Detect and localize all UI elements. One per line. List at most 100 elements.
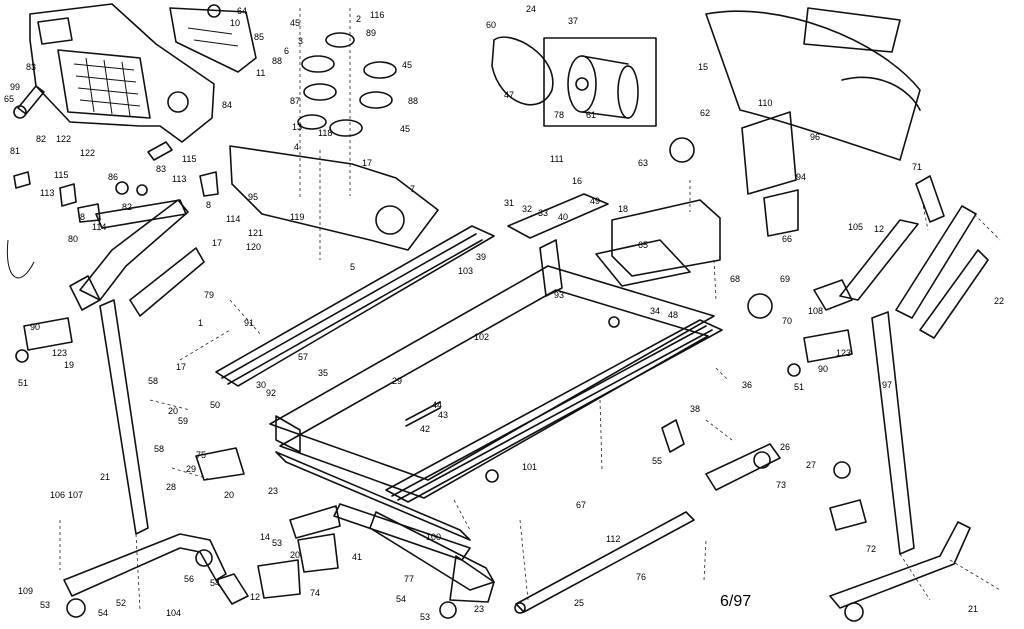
callout-67: 67	[576, 500, 586, 510]
callout-47: 47	[504, 90, 514, 100]
callout-115a: 115	[54, 170, 68, 180]
callout-122a: 122	[56, 134, 71, 144]
callout-19a: 19	[64, 360, 74, 370]
callout-116: 116	[370, 10, 384, 20]
callout-10: 10	[230, 18, 240, 28]
callout-104: 104	[166, 608, 181, 618]
front-roller	[507, 193, 609, 297]
callout-44: 44	[432, 400, 442, 410]
callout-26: 26	[780, 442, 790, 452]
callout-108: 108	[808, 306, 823, 316]
callout-118: 118	[318, 128, 332, 138]
rear-roller	[514, 511, 695, 614]
callout-84: 84	[222, 100, 232, 110]
callout-39: 39	[476, 252, 486, 262]
callout-36a: 36	[742, 380, 752, 390]
callout-106: 106	[50, 490, 65, 500]
callout-90b: 90	[818, 364, 828, 374]
callout-86: 86	[108, 172, 118, 182]
main-frame	[195, 415, 495, 619]
callout-43: 43	[438, 410, 448, 420]
callout-63: 63	[638, 158, 648, 168]
callout-59: 59	[178, 416, 188, 426]
callout-56a: 56	[184, 574, 194, 584]
callout-120: 120	[246, 242, 261, 252]
callout-60: 60	[486, 20, 496, 30]
callout-109: 109	[18, 586, 33, 596]
motor-controller	[595, 137, 721, 287]
callout-53b: 53	[272, 538, 282, 548]
callout-62: 62	[700, 108, 710, 118]
right-side-rail	[385, 319, 723, 503]
callout-30a: 30	[256, 380, 266, 390]
callout-29a: 29	[186, 464, 196, 474]
callout-50: 50	[210, 400, 220, 410]
callout-33: 33	[538, 208, 548, 218]
motor-hood	[705, 7, 921, 237]
callout-20a: 20	[168, 406, 178, 416]
callout-107: 107	[68, 490, 83, 500]
callout-81: 81	[10, 146, 20, 156]
callout-58b: 58	[154, 444, 164, 454]
walking-deck	[269, 265, 715, 499]
callout-12a: 12	[250, 592, 260, 602]
date-code: 6/97	[720, 593, 751, 610]
callout-28: 28	[166, 482, 176, 492]
callout-5: 5	[350, 262, 355, 272]
callout-68: 68	[730, 274, 740, 284]
callout-123a: 123	[52, 348, 67, 358]
callout-8a: 8	[80, 212, 85, 222]
left-base-frame	[59, 520, 249, 618]
callout-22: 22	[994, 296, 1004, 306]
callout-91: 91	[244, 318, 254, 328]
callout-100: 100	[426, 532, 441, 542]
callout-31: 31	[504, 198, 514, 208]
callout-2a: 2	[356, 14, 361, 24]
callout-57: 57	[298, 352, 308, 362]
callout-111: 111	[550, 154, 564, 164]
callout-40: 40	[558, 212, 568, 222]
callout-54b: 54	[210, 578, 220, 588]
callout-45b: 45	[402, 60, 412, 70]
callout-89: 89	[366, 28, 376, 38]
callout-92: 92	[266, 388, 276, 398]
callout-66: 66	[782, 234, 792, 244]
callout-82b: 82	[122, 202, 132, 212]
callout-88a: 88	[272, 56, 282, 66]
callout-82a: 82	[36, 134, 46, 144]
callout-42: 42	[420, 424, 430, 434]
callout-113b: 113	[172, 174, 186, 184]
callout-48: 48	[668, 310, 678, 320]
callout-119: 119	[290, 212, 304, 222]
callout-24a: 24	[526, 4, 536, 14]
callout-45a: 45	[290, 18, 300, 28]
pulley-assembly	[229, 8, 439, 260]
callout-51a: 51	[18, 378, 28, 388]
callout-78: 78	[554, 110, 564, 120]
callout-102: 102	[474, 332, 489, 342]
right-base-frame	[829, 521, 1001, 622]
callout-1a: 1	[198, 318, 203, 328]
callout-114b: 114	[226, 214, 240, 224]
callout-94: 94	[796, 172, 806, 182]
callout-7: 7	[410, 184, 415, 194]
callout-70: 70	[782, 316, 792, 326]
callout-105: 105	[848, 222, 863, 232]
callout-38: 38	[690, 404, 700, 414]
belt-and-motor	[491, 36, 657, 127]
callout-97: 97	[882, 380, 892, 390]
callout-27: 27	[806, 460, 816, 470]
handgrip-left	[13, 85, 173, 196]
callout-103: 103	[458, 266, 473, 276]
leader-lines	[149, 180, 1001, 601]
callout-20c: 20	[290, 550, 300, 560]
callout-16: 16	[572, 176, 582, 186]
callout-65: 65	[4, 94, 14, 104]
callout-64: 64	[237, 6, 247, 16]
callout-74: 74	[310, 588, 320, 598]
callout-35a: 35	[318, 368, 328, 378]
callout-29b: 29	[392, 376, 402, 386]
callout-110: 110	[758, 98, 772, 108]
